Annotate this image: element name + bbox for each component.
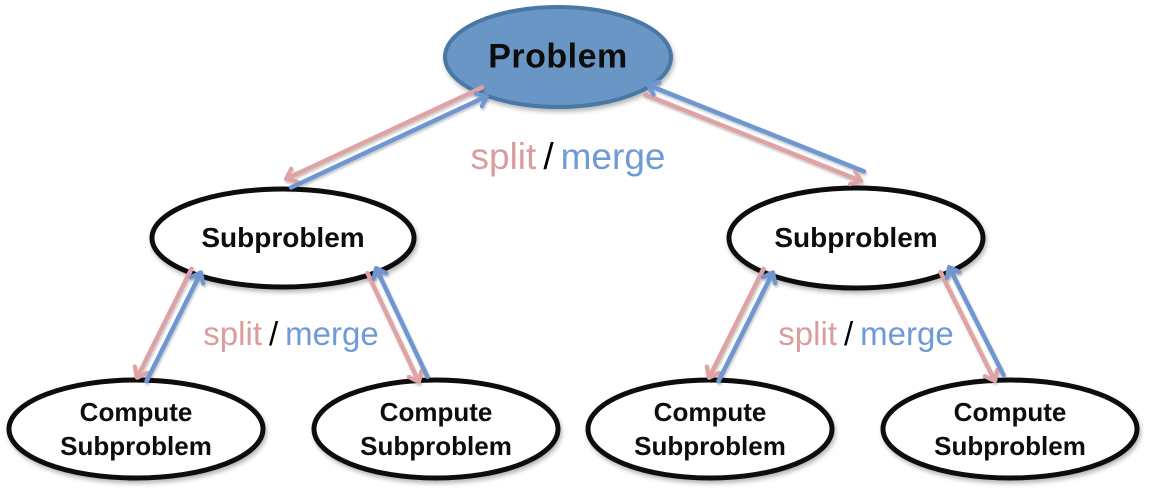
label-separator: /	[843, 315, 854, 352]
merge-arrow-leaf1-to-left	[144, 273, 201, 384]
compute-subproblem-3-node	[585, 377, 835, 481]
compute-subproblem-4-label: Compute Subproblem	[934, 395, 1086, 463]
leaf-label-line2: Subproblem	[60, 431, 212, 461]
label-separator: /	[543, 136, 554, 177]
split-arrow-problem-to-left	[287, 85, 485, 179]
compute-subproblem-4-node	[880, 377, 1140, 481]
label-separator: /	[268, 315, 279, 352]
compute-subproblem-2-label: Compute Subproblem	[360, 395, 512, 463]
subproblem-left-label: Subproblem	[201, 222, 365, 253]
split-arrow-problem-to-right	[642, 92, 860, 181]
split-label: split	[470, 136, 537, 177]
leaf-label-line1: Compute	[653, 397, 767, 427]
merge-arrow-right-to-problem	[649, 85, 867, 174]
split-arrow-right-to-leaf4	[938, 269, 995, 380]
leaf-label-line2: Subproblem	[934, 431, 1086, 461]
compute-subproblem-2-node	[311, 377, 561, 481]
split-arrow-left-to-leaf1	[138, 266, 194, 377]
split-label: split	[778, 315, 837, 352]
node-shapes	[6, 5, 1140, 481]
merge-arrow-leaf4-to-right	[950, 268, 1006, 378]
compute-subproblem-1-label: Compute Subproblem	[60, 395, 212, 463]
merge-label: merge	[285, 315, 379, 352]
split-arrow-right-to-leaf3	[710, 266, 766, 377]
leaf-label-line1: Compute	[79, 397, 193, 427]
compute-subproblem-3-label: Compute Subproblem	[634, 395, 786, 463]
problem-node	[443, 5, 673, 109]
split-label: split	[203, 315, 262, 352]
merge-arrow-leaf3-to-right	[716, 273, 773, 384]
leaf-label-line2: Subproblem	[634, 431, 786, 461]
edge-label-left: split/merge	[203, 315, 378, 353]
leaf-label-line1: Compute	[953, 397, 1067, 427]
merge-arrow-leaf2-to-left	[377, 269, 430, 380]
edge-arrows	[138, 85, 1006, 384]
subproblem-right-node	[726, 185, 986, 291]
leaf-label-line1: Compute	[379, 397, 493, 427]
subproblem-right-label: Subproblem	[774, 222, 938, 253]
subproblem-left-node	[149, 186, 417, 290]
edge-label-top: split/merge	[471, 136, 666, 178]
problem-node-label: Problem	[488, 37, 628, 76]
compute-subproblem-1-node	[6, 377, 266, 481]
leaf-label-line2: Subproblem	[360, 431, 512, 461]
merge-arrow-left-to-problem	[288, 97, 486, 190]
merge-label: merge	[860, 315, 954, 352]
split-arrow-left-to-leaf2	[365, 270, 419, 381]
edge-label-right: split/merge	[778, 315, 953, 353]
merge-label: merge	[560, 136, 666, 177]
